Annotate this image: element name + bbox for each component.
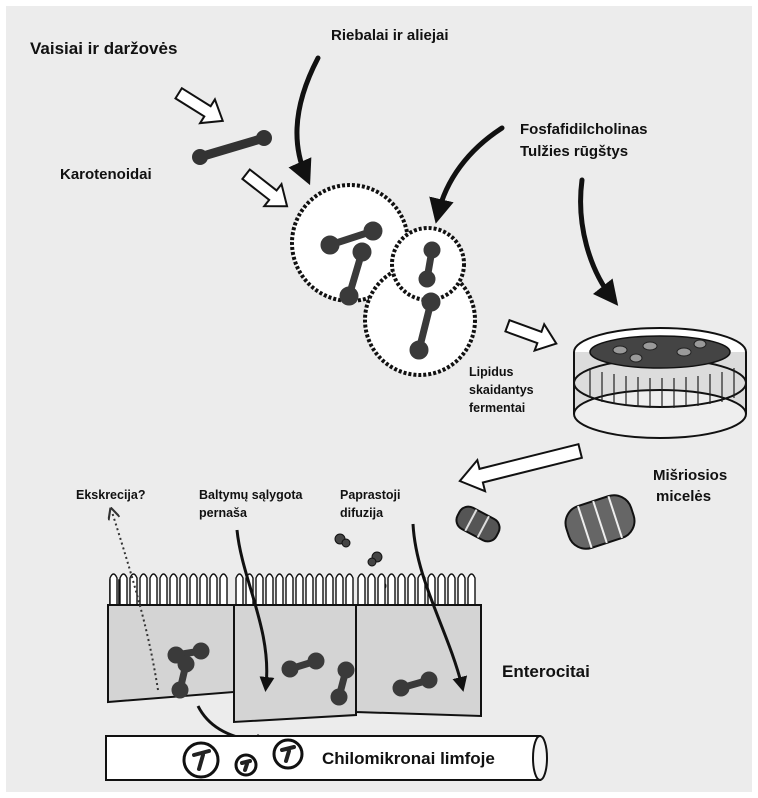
microvillus [316,574,323,606]
microvillus [266,574,273,606]
microvillus [388,574,395,606]
microvillus [368,574,375,606]
label-bile-acids: Tulžies rūgštys [520,143,628,162]
microvillus [276,574,283,606]
microvillus [180,574,187,606]
microvillus [306,574,313,606]
microvillus [236,574,243,606]
microvillus [220,574,227,606]
enterocyte-3 [356,605,481,716]
microvillus [190,574,197,606]
microvillus [296,574,303,606]
microvillus [438,574,445,606]
label-fruits-vegetables: Vaisiai ir daržovės [30,38,177,59]
microvillus [110,574,117,606]
microvillus [140,574,147,606]
microvillus [468,574,475,606]
microvillus [210,574,217,606]
microvillus [458,574,465,606]
microvillus [160,574,167,606]
microvillus [448,574,455,606]
microvillus [256,574,263,606]
label-simple-diffusion-1: Paprastoji [340,488,400,504]
microvillus [170,574,177,606]
microvillus [336,574,343,606]
label-fats-oils: Riebalai ir aliejai [331,27,449,46]
microvillus [346,574,353,606]
microvillus [358,574,365,606]
label-lipid-enzymes-1: Lipidus [469,365,513,381]
label-lipid-enzymes-2: skaidantys [469,383,534,399]
microvillus [286,574,293,606]
mixed-micelle-large [574,328,746,438]
microvilli-border [110,574,475,606]
label-simple-diffusion-2: difuzija [340,506,383,522]
microvillus [130,574,137,606]
label-protein-transport-1: Baltymų sąlygota [199,488,303,504]
microvillus [408,574,415,606]
label-enterocytes: Enterocitai [502,661,590,682]
microvillus [200,574,207,606]
microvillus [150,574,157,606]
microvillus [326,574,333,606]
microvillus [378,574,385,606]
microvillus [120,574,127,606]
label-protein-transport-2: pernaša [199,506,247,522]
label-chylomicrons: Chilomikronai limfoje [322,748,495,769]
label-carotenoids: Karotenoidai [60,166,152,185]
label-mixed-micelles-2: micelės [656,488,711,507]
label-mixed-micelles-1: Mišriosios [653,467,727,486]
label-lipid-enzymes-3: fermentai [469,401,525,417]
label-excretion: Ekskrecija? [76,488,146,504]
microvillus [398,574,405,606]
label-phosphatidylcholine: Fosfafidilcholinas [520,121,648,140]
